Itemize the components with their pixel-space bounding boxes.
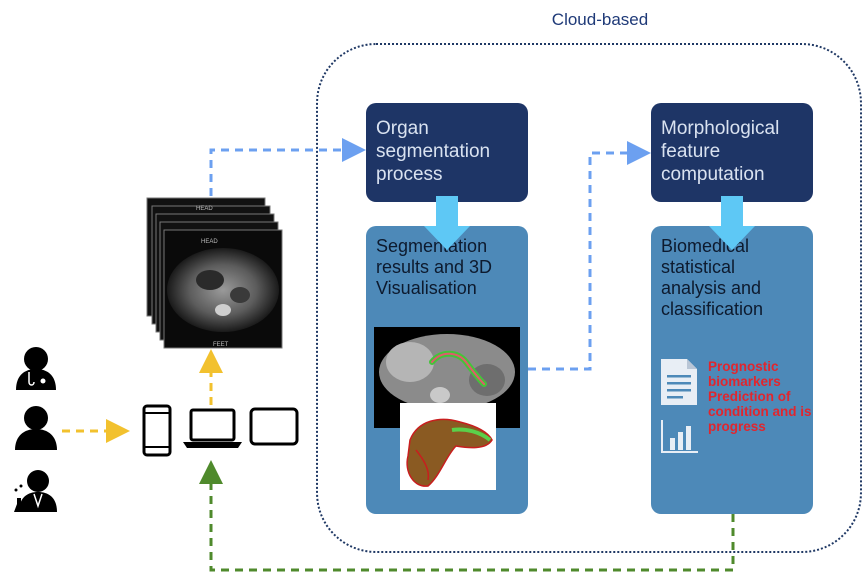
scan-feet-label: FEET (213, 342, 229, 348)
output-text: Prognostic biomarkers Prediction of cond… (708, 359, 812, 434)
tablet-icon (249, 407, 299, 446)
scan-head-label: HEAD (196, 206, 213, 212)
cloud-based-label: Cloud-based (551, 10, 649, 29)
segmentation-results-label: Segmentation results and 3D Visualisatio… (376, 236, 493, 298)
person-icon (15, 406, 57, 450)
cloud-boundary (316, 43, 862, 553)
doctor-icon (16, 347, 56, 390)
scan-head-label-front: HEAD (201, 239, 218, 245)
arrow-segmentation-to-morphology (528, 141, 651, 371)
arrow-scan-to-segmentation (209, 138, 366, 196)
ct-scan-stack: HEAD HEAD FEET (146, 197, 283, 349)
pancreas-3d-render (400, 403, 496, 490)
segmentation-ct-image (374, 327, 520, 428)
laptop-icon (183, 408, 242, 448)
document-icon (661, 359, 697, 405)
organ-segmentation-box: Organ segmentation process (366, 103, 528, 202)
scientist-icon (14, 470, 57, 512)
arrow-results-feedback (199, 460, 735, 572)
down-arrow-segmentation (424, 196, 470, 250)
down-arrow-biomedical (709, 196, 755, 250)
morphological-feature-box: Morphological feature computation (651, 103, 813, 202)
smartphone-icon (142, 404, 172, 457)
bar-chart-icon (661, 420, 698, 453)
